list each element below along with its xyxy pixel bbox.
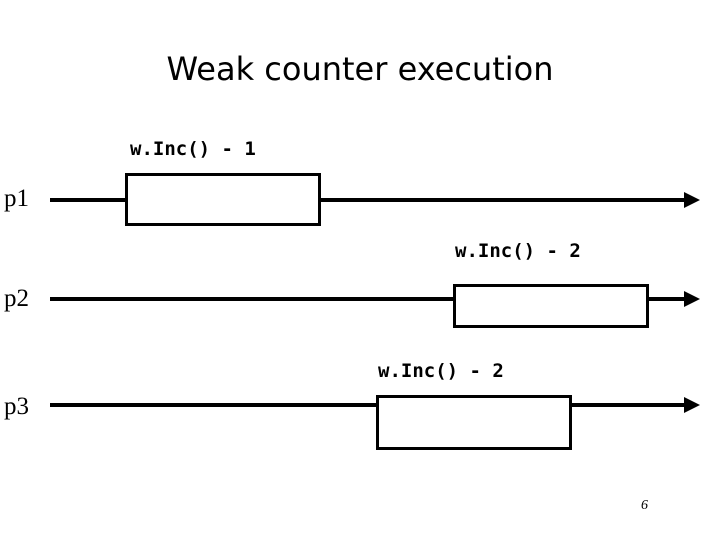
p1-operation-caption: w.Inc() - 1 — [130, 138, 256, 160]
p2-timeline-arrow-icon — [684, 291, 700, 307]
p3-operation-caption: w.Inc() - 2 — [378, 360, 504, 382]
page-number: 6 — [641, 498, 648, 513]
p3-timeline — [50, 403, 686, 407]
p3-operation-box — [376, 395, 572, 450]
p2-operation-box — [453, 284, 649, 328]
p3-timeline-arrow-icon — [684, 397, 700, 413]
p2-operation-caption: w.Inc() - 2 — [455, 240, 581, 262]
p1-operation-box — [125, 173, 321, 226]
process-label-p1: p1 — [4, 185, 29, 212]
process-label-p2: p2 — [4, 285, 29, 312]
p1-timeline-arrow-icon — [684, 192, 700, 208]
p2-timeline — [50, 297, 686, 301]
process-label-p3: p3 — [4, 393, 29, 420]
p1-timeline — [50, 198, 686, 202]
page-title: Weak counter execution — [166, 50, 554, 88]
